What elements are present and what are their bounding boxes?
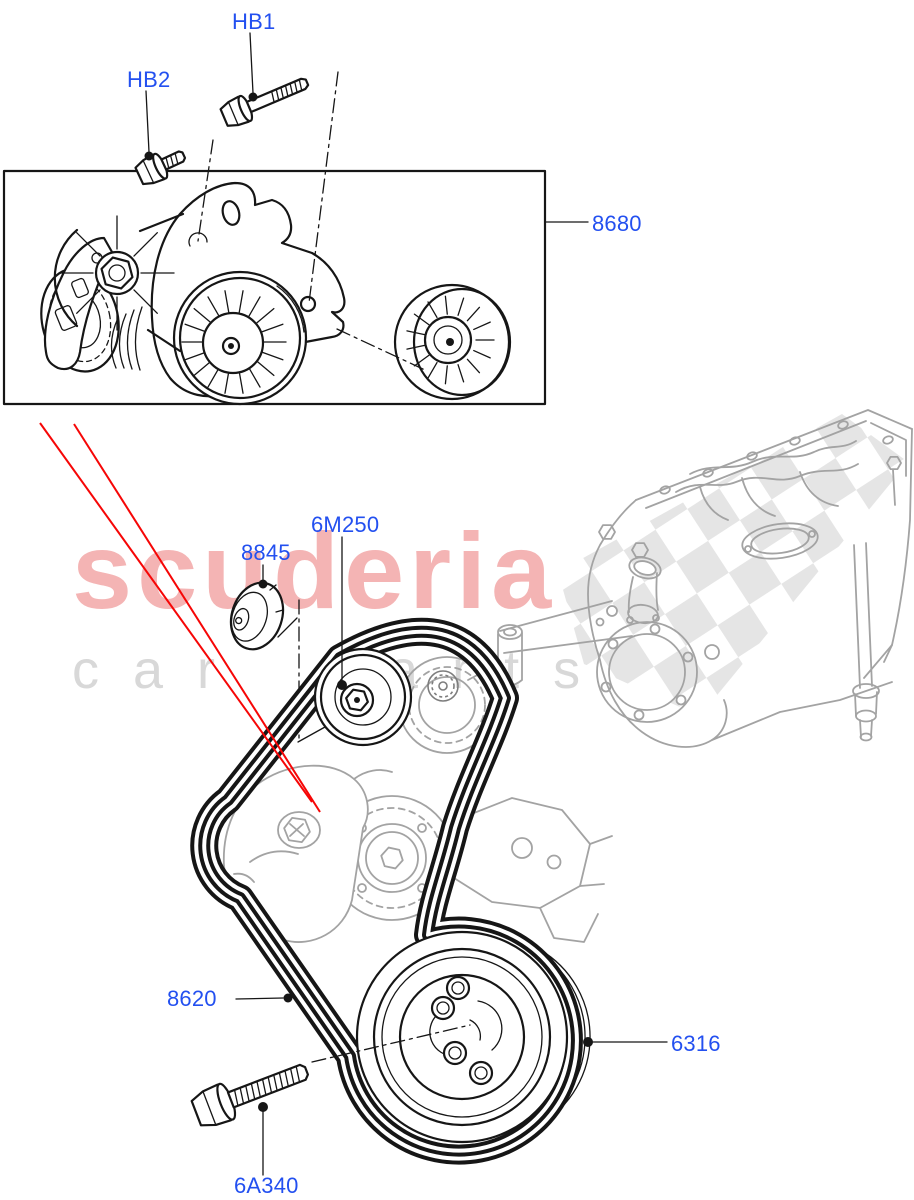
bolt-6a340-drawing [190,1063,310,1127]
crank-pulley-bolts [430,975,494,1086]
callout-8845[interactable]: 8845 [241,540,291,565]
callout-6a340[interactable]: 6A340 [234,1173,299,1198]
highlight-callout-lines [39,422,321,813]
bolt-hb2-alignment-line [197,139,214,242]
bolt-hb2-drawing [134,150,187,186]
watermark-brand: scuderia [72,510,556,631]
cap-8845-drawing [229,581,298,651]
callout-hb1[interactable]: HB1 [232,9,275,34]
checkered-flag-watermark [558,414,908,716]
callout-8680[interactable]: 8680 [592,211,642,236]
bolt-hb1-drawing [219,77,310,127]
crank-pulley-6316-drawing [355,930,569,1144]
callout-8620[interactable]: 8620 [167,986,217,1011]
bolt-hb1-alignment-line [308,71,339,304]
idler-6m250-drawing [313,647,413,747]
bolt-6a340-axis-line [311,1024,471,1063]
callout-6316[interactable]: 6316 [671,1031,721,1056]
callout-6m250[interactable]: 6M250 [311,512,379,537]
tensioner-assembly-drawing [40,181,512,406]
engine-block-ghost [587,409,913,748]
callout-hb2[interactable]: HB2 [127,67,170,92]
leader-lines [144,32,668,1176]
callout-labels: HB1 HB2 8680 8845 6M250 8620 6316 6A340 [127,9,721,1198]
